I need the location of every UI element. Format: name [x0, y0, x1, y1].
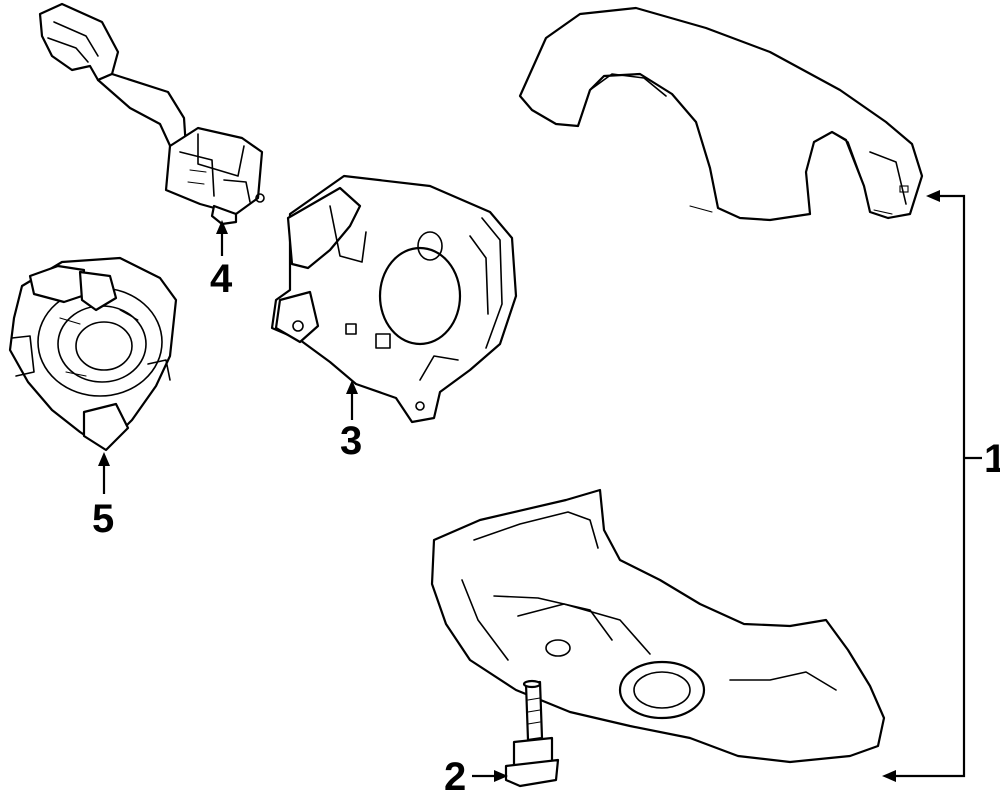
part-4-multifunction-switch[interactable] [38, 2, 265, 226]
leader-2 [472, 770, 508, 782]
part-3-column-module[interactable] [270, 174, 518, 424]
part-5-clock-spring[interactable] [8, 256, 178, 452]
part-1-lower-shroud[interactable] [430, 488, 886, 764]
callout-1: 1 [984, 437, 1000, 481]
leader-3 [346, 380, 358, 420]
part-2-bolt[interactable] [504, 679, 560, 788]
callout-5: 5 [92, 497, 114, 541]
callout-4: 4 [210, 257, 233, 301]
leader-1-bracket [882, 190, 982, 782]
callout-2: 2 [444, 755, 466, 799]
callout-3: 3 [340, 419, 362, 463]
part-1-upper-shroud[interactable] [518, 6, 924, 222]
leader-5 [98, 452, 110, 494]
leader-4 [216, 220, 228, 256]
